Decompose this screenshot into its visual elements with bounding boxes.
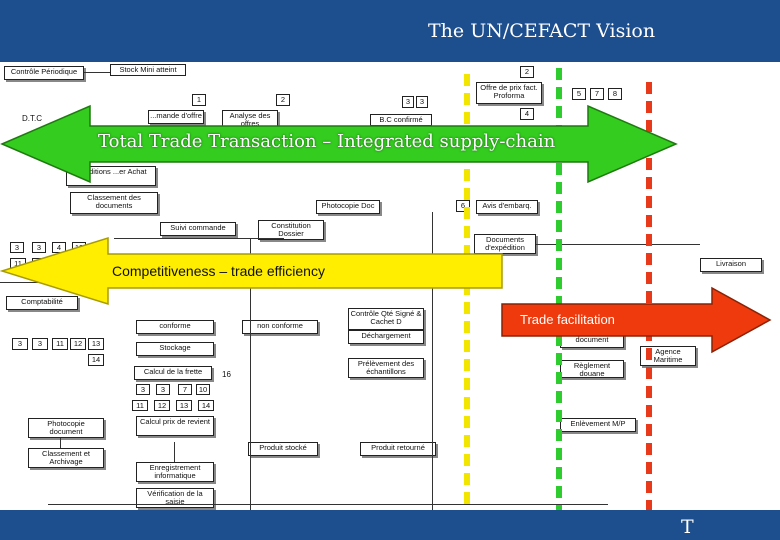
diagram-num: 10 <box>196 384 210 395</box>
diagram-num: 12 <box>154 400 170 411</box>
diagram-num: 3 <box>402 96 414 108</box>
connector-line <box>60 438 61 448</box>
footer-letter: T <box>681 516 694 538</box>
slide-title: The UN/CEFACT Vision <box>428 20 656 42</box>
diagram-num: 2 <box>276 94 290 106</box>
connector-line <box>250 238 251 510</box>
diagram-num: 3 <box>136 384 150 395</box>
diagram-box-dechargement: Déchargement <box>348 330 424 344</box>
diagram-box-comptabilite: Comptabilité <box>6 296 78 310</box>
diagram-box-controle-qte: Contrôle Qté Signé & Cachet D <box>348 308 424 330</box>
connector-line <box>114 238 284 239</box>
diagram-num: 13 <box>88 338 104 350</box>
connector-line <box>0 282 380 283</box>
diagram-box-analyse-offres: Analyse des offres <box>222 110 278 128</box>
diagram-num: 10 <box>72 242 86 253</box>
diagram-box-non-conforme: non conforme <box>242 320 318 334</box>
connector-line <box>536 244 700 245</box>
diagram-box-stockage: Stockage <box>136 342 214 356</box>
diagram-num: 4 <box>52 242 66 253</box>
diagram-num: 1 <box>192 94 206 106</box>
diagram-num: 3 <box>156 384 170 395</box>
diagram-box-enlevement: Enlèvement M/P <box>560 418 636 432</box>
connector-line <box>432 212 433 510</box>
diagram-num: 3 <box>32 242 46 253</box>
diagram-box-calcul-prix: Calcul prix de revient <box>136 416 214 436</box>
red-dashed-line <box>646 82 652 510</box>
diagram-num: 16 <box>222 370 231 379</box>
diagram-box-avis-embarq: Avis d'embarq. <box>476 200 538 214</box>
diagram-num: 3 <box>32 338 48 350</box>
diagram-box-photocopie-doc: Photocopie Doc <box>316 200 380 214</box>
diagram-num: 2 <box>520 66 534 78</box>
diagram-num: 7 <box>178 384 192 395</box>
diagram-box-livraison: Livraison <box>700 258 762 272</box>
diagram-box-prelevement: Prélèvement des échantillons <box>348 358 424 378</box>
diagram-box-classement-docs: Classement des documents <box>70 192 158 214</box>
diagram-num: 14 <box>198 400 214 411</box>
diagram-num: 12 <box>70 338 86 350</box>
diagram-box-conforme: conforme <box>136 320 214 334</box>
process-diagram: Contrôle Périodique Stock Mini atteint D… <box>0 62 780 510</box>
diagram-box-suivi-commande: Suivi commande <box>160 222 236 236</box>
diagram-label-dtc: D.T.C <box>22 114 42 123</box>
slide-header: The UN/CEFACT Vision <box>0 0 780 62</box>
slide-footer <box>0 510 780 540</box>
diagram-box-document: document <box>560 334 624 348</box>
diagram-box-offre-prix: Offre de prix fact. Proforma <box>476 82 542 104</box>
diagram-box-constitution-dossier: Constitution Dossier <box>258 220 324 240</box>
diagram-box-conditions: Conditions ...er Achat <box>66 166 156 186</box>
diagram-num: 7 <box>590 88 604 100</box>
trade-facilitation-label: Trade facilitation <box>520 312 615 327</box>
diagram-box-stock-mini: Stock Mini atteint <box>110 64 186 76</box>
supply-chain-label: Total Trade Transaction – Integrated sup… <box>98 131 556 152</box>
diagram-num: 8 <box>608 88 622 100</box>
diagram-num: 12 <box>32 258 48 269</box>
diagram-box-photocopie-document: Photocopie document <box>28 418 104 438</box>
diagram-num: 3 <box>10 242 24 253</box>
diagram-box-enregistrement: Enregistrement informatique <box>136 462 214 482</box>
diagram-box-classement-archivage: Classement et Archivage <box>28 448 104 468</box>
diagram-box-calcul-frete: Calcul de la frette <box>134 366 212 380</box>
diagram-box-verification: Vérification de la saisie <box>136 488 214 508</box>
diagram-box-bc-confirme: B.C confirmé <box>370 114 432 126</box>
diagram-num: 11 <box>52 338 68 350</box>
diagram-num: 5 <box>572 88 586 100</box>
connector-line <box>48 504 608 505</box>
diagram-num: 11 <box>10 258 26 269</box>
diagram-box-documents-expedition: Documents d'expédition <box>474 234 536 254</box>
green-dashed-line <box>556 68 562 510</box>
diagram-num: 4 <box>520 108 534 120</box>
diagram-num: 3 <box>416 96 428 108</box>
diagram-num: 13 <box>176 400 192 411</box>
diagram-box-reglement-douane: Règlement douane <box>560 360 624 378</box>
diagram-num: 11 <box>132 400 148 411</box>
diagram-box-demande-offre: ...mande d'offre <box>148 110 204 124</box>
diagram-num: 3 <box>12 338 28 350</box>
connector-line <box>84 72 110 73</box>
diagram-box-produit-retourne: Produit retourné <box>360 442 436 456</box>
diagram-box-controle-periodique: Contrôle Périodique <box>4 66 84 80</box>
connector-line <box>174 442 175 462</box>
diagram-num: 14 <box>88 354 104 366</box>
competitiveness-label: Competitiveness – trade efficiency <box>112 263 325 279</box>
diagram-box-produit-stocke: Produit stocké <box>248 442 318 456</box>
